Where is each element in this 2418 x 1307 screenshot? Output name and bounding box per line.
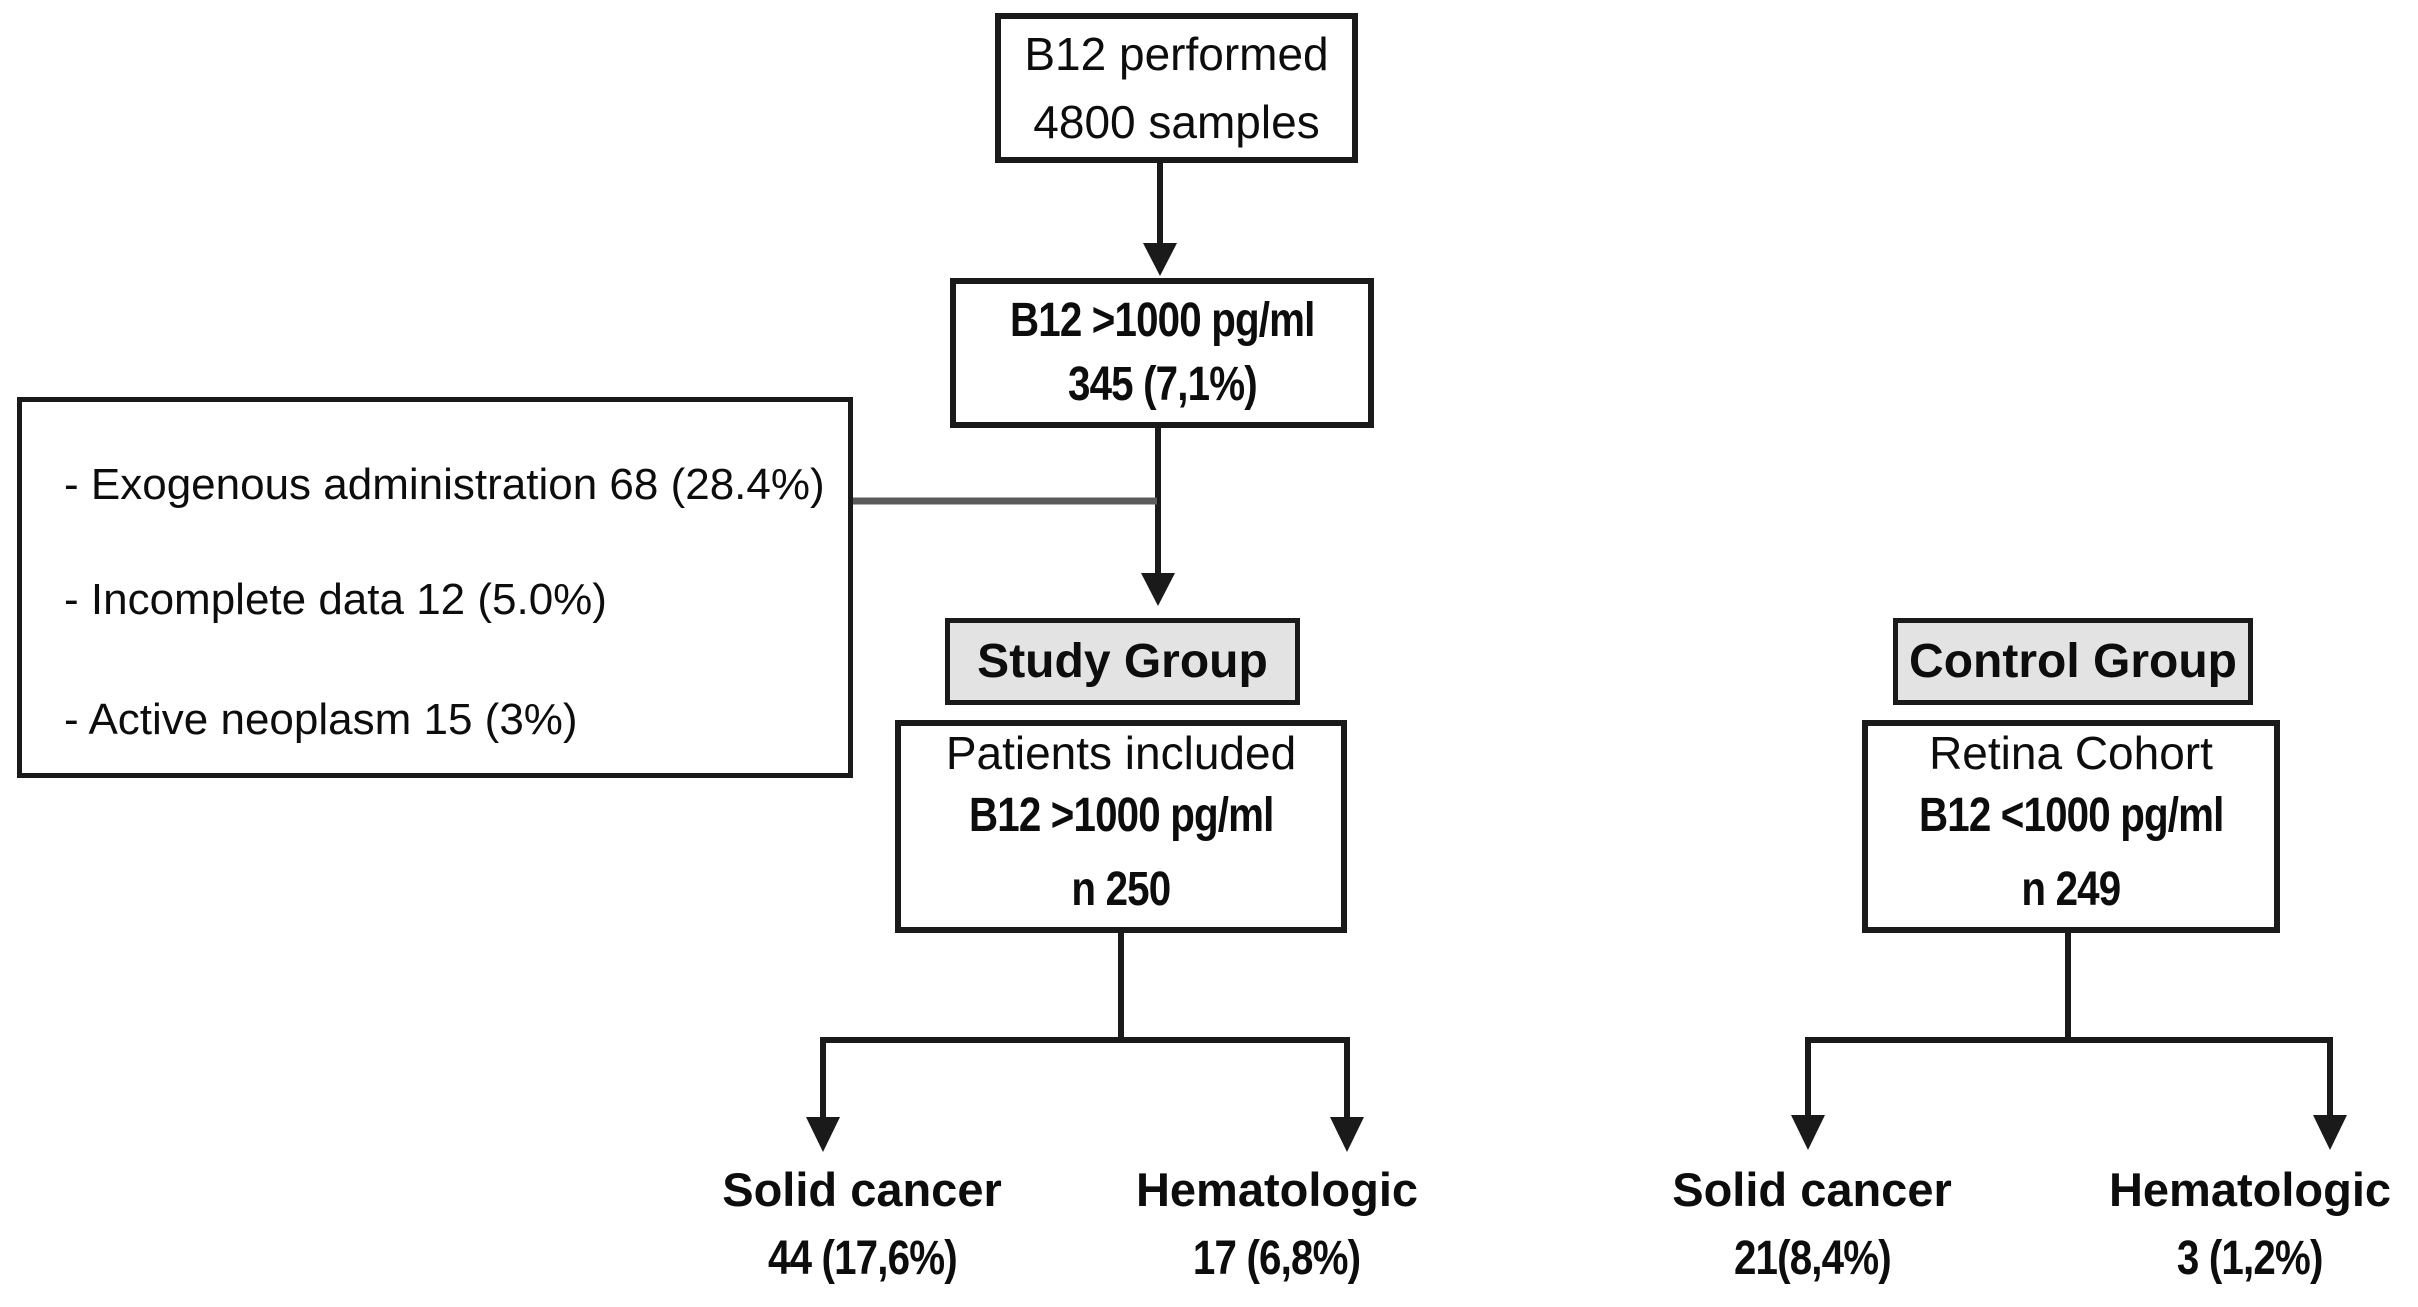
study-group-header: Study Group (945, 618, 1300, 705)
exclusions-box: - Exogenous administration 68 (28.4%) - … (17, 397, 853, 778)
control-solid-cancer-label: Solid cancer (1672, 1163, 1952, 1216)
study-heme-arrow-head (1330, 1117, 1364, 1152)
study-line2: B12 >1000 pg/ml (940, 784, 1303, 858)
control-group-header: Control Group (1893, 618, 2253, 705)
control-solid-cancer-value-text: 21(8,4%) (1733, 1232, 1892, 1285)
samples-box: B12 performed 4800 samples (995, 13, 1358, 163)
study-line3-text: n 250 (1071, 862, 1172, 916)
control-hematologic-value: 3 (1,2%) (2040, 1227, 2418, 1291)
study-hematologic-value-text: 17 (6,8%) (1193, 1232, 1361, 1285)
elevated-line2-text: 345 (7,1%) (1067, 358, 1258, 411)
study-line2-text: B12 >1000 pg/ml (968, 788, 1274, 842)
study-solid-cancer-value-text: 44 (17,6%) (767, 1232, 958, 1285)
control-solid-arrow-head (1791, 1115, 1825, 1150)
study-line1: Patients included (945, 726, 1297, 779)
study-line3: n 250 (1062, 858, 1180, 932)
control-hematologic-label: Hematologic (2108, 1163, 2392, 1216)
samples-line2: 4800 samples (1033, 96, 1320, 148)
study-group-box: Patients included B12 >1000 pg/ml n 250 (895, 720, 1347, 933)
control-hematologic-value-text: 3 (1,2%) (2177, 1232, 2324, 1285)
study-group-header-label: Study Group (977, 635, 1268, 688)
exclusion-item-2: - Incomplete data 12 (5.0%) (64, 575, 607, 624)
control-line2: B12 <1000 pg/ml (1890, 784, 2253, 858)
study-solid-cancer-label: Solid cancer (722, 1163, 1002, 1216)
study-solid-cancer-value: 44 (17,6%) (652, 1227, 1072, 1291)
arrow-elevated-to-study-head (1141, 573, 1175, 606)
elevated-b12-box: B12 >1000 pg/ml 345 (7,1%) (950, 278, 1374, 428)
exclusion-item-3: - Active neoplasm 15 (3%) (64, 695, 578, 744)
control-line3-text: n 249 (2021, 862, 2122, 916)
samples-line1: B12 performed (1024, 28, 1329, 80)
elevated-line1-text: B12 >1000 pg/ml (1009, 294, 1315, 347)
control-group-box: Retina Cohort B12 <1000 pg/ml n 249 (1862, 720, 2280, 933)
control-group-header-label: Control Group (1909, 635, 2237, 688)
study-solid-cancer-outcome: Solid cancer 44 (17,6%) (652, 1162, 1072, 1291)
control-solid-cancer-value: 21(8,4%) (1602, 1227, 2022, 1291)
study-hematologic-outcome: Hematologic 17 (6,8%) (1067, 1162, 1487, 1291)
control-solid-cancer-outcome: Solid cancer 21(8,4%) (1602, 1162, 2022, 1291)
control-heme-arrow-head (2313, 1115, 2347, 1150)
study-solid-arrow-head (806, 1117, 840, 1152)
arrow-samples-to-elevated-head (1143, 243, 1177, 276)
control-hematologic-outcome: Hematologic 3 (1,2%) (2040, 1162, 2418, 1291)
elevated-line2: 345 (7,1%) (1050, 353, 1275, 417)
study-hematologic-label: Hematologic (1135, 1163, 1419, 1216)
control-line1: Retina Cohort (1929, 726, 2213, 779)
exclusion-item-1: - Exogenous administration 68 (28.4%) (64, 460, 825, 509)
study-hematologic-value: 17 (6,8%) (1067, 1227, 1487, 1291)
elevated-line1: B12 >1000 pg/ml (981, 289, 1344, 353)
control-line2-text: B12 <1000 pg/ml (1918, 788, 2224, 842)
control-line3: n 249 (2012, 858, 2130, 932)
